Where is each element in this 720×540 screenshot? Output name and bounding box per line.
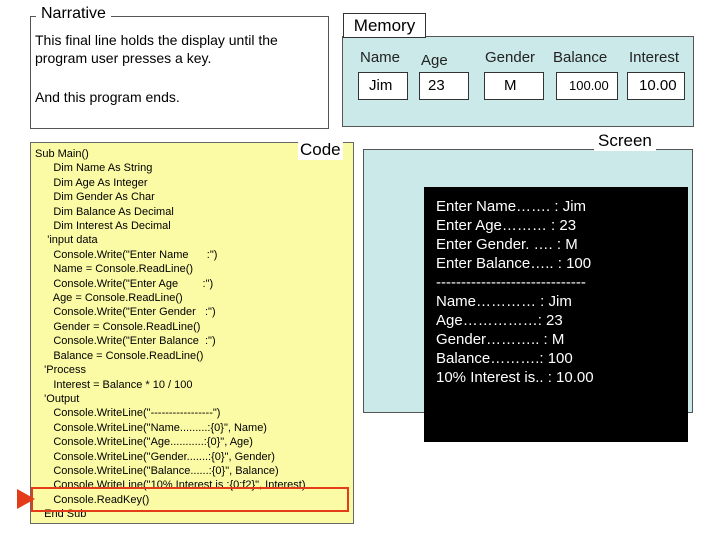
code-title: Code — [298, 140, 343, 160]
memory-header-interest: Interest — [629, 49, 680, 66]
code-line: Age = Console.ReadLine() — [35, 292, 183, 305]
code-line: Dim Interest As Decimal — [35, 220, 171, 233]
memory-value-name: Jim — [358, 72, 408, 100]
console-line: ------------------------------ — [436, 274, 586, 291]
code-line: 'Output — [35, 392, 80, 405]
memory-header-age: Age — [421, 52, 448, 69]
console-line: Enter Balance….. : 100 — [436, 255, 592, 272]
code-line: Console.WriteLine("Age...........:{0}", … — [35, 436, 253, 449]
memory-header-balance: Balance — [553, 49, 608, 66]
code-line: Console.ReadKey() — [35, 493, 150, 506]
code-line: Console.WriteLine("Balance......:{0}", B… — [35, 464, 279, 477]
code-line: Balance = Console.ReadLine() — [35, 349, 204, 362]
console-window — [424, 187, 688, 442]
console-line: Gender……….. : M — [436, 331, 565, 348]
narrative-panel — [30, 16, 329, 129]
code-line: Dim Name As String — [35, 162, 153, 175]
code-line: Name = Console.ReadLine() — [35, 263, 194, 276]
code-line: Dim Gender As Char — [35, 191, 155, 204]
code-line: Console.WriteLine("Name.........:{0}", N… — [35, 421, 267, 434]
memory-value-balance: 100.00 — [556, 72, 618, 100]
execution-pointer-icon — [17, 489, 35, 509]
code-line: 'Process — [35, 364, 87, 377]
current-line-highlight — [31, 487, 349, 512]
code-line: Console.Write("Enter Gender :") — [35, 306, 216, 319]
code-line: Gender = Console.ReadLine() — [35, 320, 201, 333]
console-line: Balance……….: 100 — [436, 350, 573, 367]
console-line: 10% Interest is.. : 10.00 — [436, 369, 594, 386]
code-line: Sub Main() — [35, 148, 89, 160]
memory-header-gender: Gender — [485, 49, 536, 66]
memory-value-age: 23 — [419, 72, 469, 100]
console-line: Enter Age……… : 23 — [436, 217, 577, 234]
console-line: Age……………: 23 — [436, 312, 563, 329]
code-line: Interest = Balance * 10 / 100 — [35, 378, 193, 391]
console-line: Enter Name……. : Jim — [436, 198, 587, 215]
code-line: Console.WriteLine("Gender.......:{0}", G… — [35, 450, 275, 463]
code-line: Console.Write("Enter Name :") — [35, 248, 218, 261]
code-line: Console.Write("Enter Age :") — [35, 277, 214, 290]
code-line: Console.WriteLine("-----------------") — [35, 407, 221, 420]
memory-value-gender: M — [484, 72, 544, 100]
code-line: Dim Age As Integer — [35, 176, 148, 189]
code-line: 'input data — [35, 234, 98, 247]
narrative-text-line-1: This final line holds the display until … — [35, 32, 278, 66]
code-listing: Sub Main() Dim Name As String Dim Age As… — [35, 147, 306, 522]
memory-value-interest: 10.00 — [627, 72, 685, 100]
code-line: Dim Balance As Decimal — [35, 205, 174, 218]
code-panel — [30, 142, 354, 524]
console-line: Enter Gender. …. : M — [436, 236, 578, 253]
narrative-title: Narrative — [36, 5, 111, 23]
console-line: Name………… : Jim — [436, 293, 572, 310]
memory-header-name: Name — [360, 49, 401, 66]
memory-title: Memory — [343, 13, 426, 38]
code-line: Console.Write("Enter Balance :") — [35, 335, 216, 348]
narrative-text-line-2: And this program ends. — [35, 89, 180, 105]
screen-title: Screen — [594, 131, 656, 151]
